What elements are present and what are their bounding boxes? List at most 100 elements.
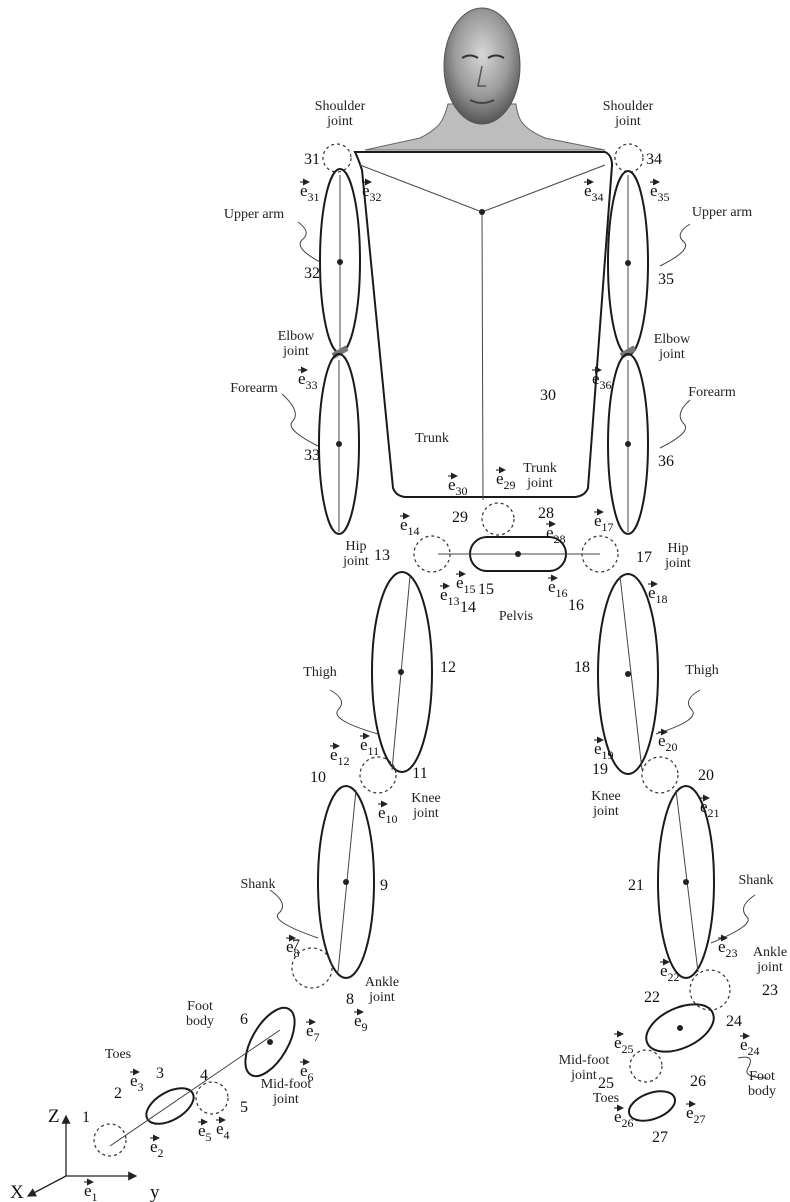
trunk-cog-marker: [479, 209, 485, 215]
segment-number-8: 8: [346, 991, 354, 1008]
segment-number-18: 18: [574, 659, 590, 676]
segment-number-14: 14: [460, 599, 476, 616]
segment-number-36: 36: [658, 453, 674, 470]
unit-vector-e15: e15: [456, 573, 476, 596]
segment-number-3: 3: [156, 1065, 164, 1082]
unit-vector-e31: e31: [300, 181, 320, 204]
unit-vector-e12: e12: [330, 745, 350, 768]
label-thigh-right: Thigh: [685, 663, 718, 678]
segment-number-22: 22: [644, 989, 660, 1006]
pelvis-segment: [414, 503, 618, 572]
left-leg: [94, 572, 432, 1156]
unit-vector-e11: e11: [360, 735, 379, 758]
segment-number-26: 26: [690, 1073, 706, 1090]
unit-vector-e27: e27: [686, 1103, 706, 1126]
label-elbow-joint-right: Elbowjoint: [654, 332, 691, 362]
segment-number-30: 30: [540, 387, 556, 404]
unit-vector-e28: e28: [546, 523, 566, 546]
segment-number-33: 33: [304, 447, 320, 464]
unit-vector-e16: e16: [548, 577, 568, 600]
segment-number-24: 24: [726, 1013, 742, 1030]
label-pelvis: Pelvis: [499, 609, 533, 624]
unit-vector-e2: e2: [150, 1137, 164, 1160]
axis-label-x: X: [10, 1182, 24, 1202]
segment-number-20: 20: [698, 767, 714, 784]
unit-vector-e23: e23: [718, 937, 738, 960]
unit-vector-e19: e19: [594, 739, 614, 762]
unit-vector-e20: e20: [658, 731, 678, 754]
unit-vector-e29: e29: [496, 469, 516, 492]
segment-number-29: 29: [452, 509, 468, 526]
segment-number-28: 28: [538, 505, 554, 522]
label-upper-arm-right: Upper arm: [692, 205, 752, 220]
segment-number-27: 27: [652, 1129, 668, 1146]
segment-number-12: 12: [440, 659, 456, 676]
label-toes-right: Toes: [593, 1091, 619, 1106]
segment-number-23: 23: [762, 982, 778, 999]
unit-vector-e9: e9: [354, 1011, 368, 1034]
segment-number-17: 17: [636, 549, 652, 566]
segment-number-32: 32: [304, 265, 320, 282]
unit-vector-e25: e25: [614, 1033, 634, 1056]
unit-vector-e30: e30: [448, 475, 468, 498]
label-upper-arm-left: Upper arm: [224, 207, 284, 222]
segment-number-25: 25: [598, 1075, 614, 1092]
unit-vector-e35: e35: [650, 181, 670, 204]
unit-vector-e22: e22: [660, 961, 680, 984]
segment-number-2: 2: [114, 1085, 122, 1102]
segment-number-15: 15: [478, 581, 494, 598]
label-toes-left: Toes: [105, 1047, 131, 1062]
label-shank-right: Shank: [739, 873, 774, 888]
segment-number-13: 13: [374, 547, 390, 564]
label-forearm-right: Forearm: [688, 385, 736, 400]
segment-number-35: 35: [658, 271, 674, 288]
trunk-inner-lines: [360, 165, 605, 500]
unit-vector-e26: e26: [614, 1107, 634, 1130]
unit-vector-e5: e5: [198, 1121, 212, 1144]
segment-number-34: 34: [646, 151, 662, 168]
segment-number-11: 11: [412, 765, 427, 782]
unit-vector-e10: e10: [378, 803, 398, 826]
unit-vector-e1: e1: [84, 1181, 98, 1202]
axis-label-z: Z: [48, 1106, 60, 1127]
segment-number-6: 6: [240, 1011, 248, 1028]
unit-vector-e24: e24: [740, 1035, 760, 1058]
unit-vector-e21: e21: [700, 797, 720, 820]
unit-vector-e18: e18: [648, 583, 668, 606]
label-forearm-left: Forearm: [230, 381, 278, 396]
unit-vector-e34: e34: [584, 181, 604, 204]
unit-vector-e7: e7: [306, 1021, 320, 1044]
label-shank-left: Shank: [241, 877, 276, 892]
segment-number-10: 10: [310, 769, 326, 786]
segment-number-9: 9: [380, 877, 388, 894]
segment-number-16: 16: [568, 597, 584, 614]
label-thigh-left: Thigh: [303, 665, 336, 680]
segment-number-21: 21: [628, 877, 644, 894]
label-trunk: Trunk: [415, 431, 449, 446]
axis-label-y: y: [150, 1182, 160, 1202]
segment-number-19: 19: [592, 761, 608, 778]
unit-vector-e33: e33: [298, 369, 318, 392]
segment-number-1: 1: [82, 1109, 90, 1126]
unit-vector-e17: e17: [594, 511, 614, 534]
unit-vector-e4: e4: [216, 1119, 230, 1142]
head-bust: [365, 8, 605, 150]
unit-vector-e14: e14: [400, 515, 420, 538]
trunk-segment-outline: [355, 152, 612, 497]
segment-number-5: 5: [240, 1099, 248, 1116]
segment-number-4: 4: [200, 1067, 208, 1084]
segment-number-31: 31: [304, 151, 320, 168]
